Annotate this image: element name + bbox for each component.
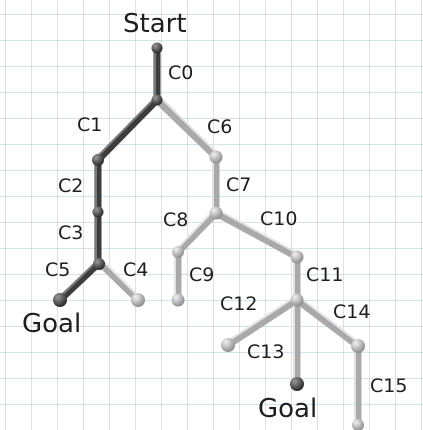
- label-c15: C15: [370, 375, 408, 397]
- label-c4: C4: [123, 259, 149, 281]
- label-c9: C9: [189, 264, 215, 286]
- label-c2: C2: [58, 175, 84, 197]
- edge-c5: [56, 260, 102, 304]
- edge-highlights-light: [102, 96, 359, 425]
- edge-c8: [174, 209, 220, 256]
- edge-c4: [97, 260, 142, 304]
- label-c3: C3: [58, 222, 84, 244]
- label-c1: C1: [77, 114, 103, 136]
- edge-c6: [153, 96, 220, 161]
- node-goal-left: [53, 293, 67, 307]
- label-c0: C0: [168, 62, 194, 84]
- label-c12: C12: [220, 293, 258, 315]
- node-c4: [131, 293, 145, 307]
- node-c7: [209, 206, 223, 220]
- node-start: [151, 42, 163, 54]
- node-c6: [209, 150, 223, 164]
- node-c8: [172, 246, 184, 258]
- label-c7: C7: [226, 174, 252, 196]
- node-goal-right: [290, 377, 304, 391]
- label-c11: C11: [306, 264, 344, 286]
- goal-label-left: Goal: [22, 309, 82, 339]
- node-c3: [93, 258, 105, 270]
- node-c14: [351, 339, 365, 353]
- node-c10: [290, 250, 304, 264]
- node-c1: [92, 154, 104, 166]
- label-c10: C10: [260, 208, 298, 230]
- node-c0: [151, 94, 163, 106]
- label-c14: C14: [333, 301, 371, 323]
- node-c12: [221, 338, 235, 352]
- label-c13: C13: [247, 341, 285, 363]
- label-c6: C6: [207, 116, 233, 138]
- edge-c1: [94, 96, 161, 164]
- goal-label-right: Goal: [258, 394, 318, 424]
- label-c5: C5: [45, 259, 71, 281]
- edge-c10: [212, 209, 301, 261]
- node-c15-end: [352, 419, 364, 430]
- node-c11: [290, 293, 304, 307]
- node-c9: [171, 293, 185, 307]
- start-label: Start: [123, 9, 187, 39]
- label-c8: C8: [163, 209, 189, 231]
- node-c2: [92, 206, 104, 218]
- edge-c12: [224, 296, 301, 349]
- edge-c14: [293, 296, 362, 350]
